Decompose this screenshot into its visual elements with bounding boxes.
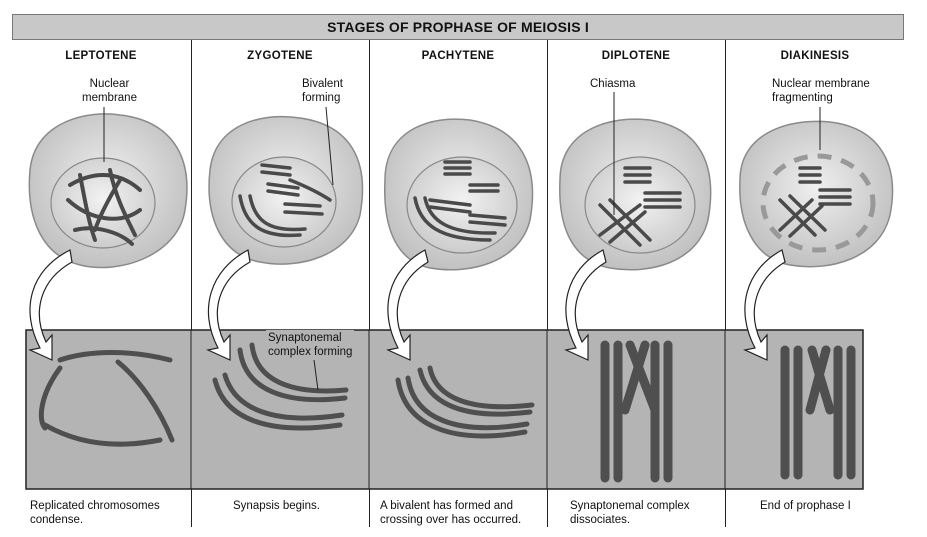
cell-diplotene [559, 92, 712, 271]
caption-diplotene: Synaptonemal complex dissociates. [570, 500, 690, 526]
synaptonemal-forming-label: Synaptonemal complex forming [266, 330, 355, 360]
stage-title-diplotene: DIPLOTENE [601, 50, 671, 62]
cell-pachytene [383, 118, 534, 271]
stage-title-leptotene: LEPTOTENE [65, 50, 137, 62]
stage-title-pachytene: PACHYTENE [421, 50, 495, 62]
inset-pachytene [395, 365, 535, 439]
column-divider [369, 40, 370, 527]
zoom-arrows [28, 249, 786, 361]
cell-diakinesis [739, 107, 894, 268]
membrane-fragmenting-label: Nuclear membrane fragmenting [772, 78, 870, 104]
column-divider [725, 40, 726, 527]
column-divider [191, 40, 192, 527]
cell-zygotene [208, 106, 364, 265]
inset-diplotene [600, 340, 673, 483]
bivalent-forming-label: Bivalent forming [302, 78, 343, 104]
nuclear-membrane-label: Nuclear membrane [82, 78, 137, 104]
caption-diakinesis: End of prophase I [760, 500, 851, 512]
stage-title-zygotene: ZYGOTENE [247, 50, 313, 62]
diagram-title: STAGES OF PROPHASE OF MEIOSIS I [12, 14, 904, 40]
caption-leptotene: Replicated chromosomes condense. [30, 500, 160, 526]
caption-zygotene: Synapsis begins. [233, 500, 320, 512]
column-divider [547, 40, 548, 527]
chiasma-label: Chiasma [590, 78, 636, 90]
inset-diakinesis [780, 345, 856, 480]
stage-title-diakinesis: DIAKINESIS [780, 50, 850, 62]
cell-leptotene [28, 107, 188, 269]
inset-leptotene [38, 350, 175, 447]
inset-zygotene [212, 342, 349, 431]
caption-pachytene: A bivalent has formed and crossing over … [380, 500, 522, 526]
